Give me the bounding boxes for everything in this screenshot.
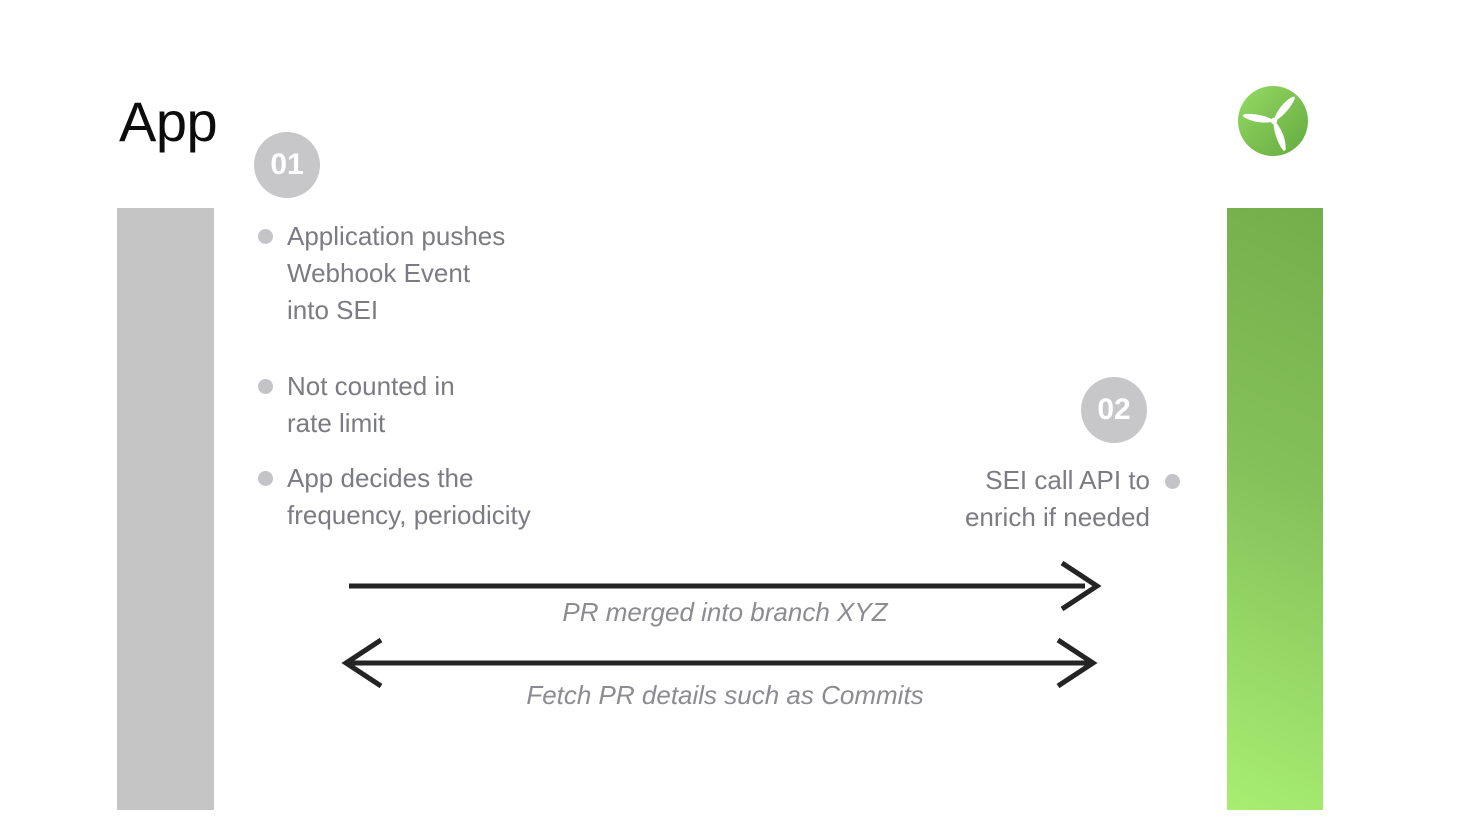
bullet-item: Not counted in rate limit <box>258 368 455 442</box>
step-badge-02-label: 02 <box>1097 393 1131 426</box>
arrow-right-icon <box>349 560 1102 612</box>
page-title: App <box>119 90 218 153</box>
arrow-label: Fetch PR details such as Commits <box>526 680 924 710</box>
step-badge-01-label: 01 <box>270 148 304 181</box>
dot-icon <box>258 471 273 486</box>
left-vertical-bar <box>117 208 214 810</box>
step-badge-01: 01 <box>254 132 320 198</box>
arrow-left-right-icon <box>341 637 1098 689</box>
bullet-text: App decides the frequency, periodicity <box>287 463 531 530</box>
bullet-text: Not counted in rate limit <box>287 371 455 438</box>
bullet-item: App decides the frequency, periodicity <box>258 460 531 534</box>
dot-icon <box>258 379 273 394</box>
dot-icon <box>258 229 273 244</box>
arrow-label: PR merged into branch XYZ <box>562 597 888 627</box>
bullet-item: Application pushes Webhook Event into SE… <box>258 218 505 329</box>
step-badge-02: 02 <box>1081 377 1147 443</box>
dot-icon <box>1165 474 1180 489</box>
bullet-text: Application pushes Webhook Event into SE… <box>287 221 506 325</box>
propeller-logo-icon <box>1238 86 1308 156</box>
right-vertical-bar <box>1227 208 1323 810</box>
bullet-text: SEI call API to enrich if needed <box>964 465 1150 532</box>
